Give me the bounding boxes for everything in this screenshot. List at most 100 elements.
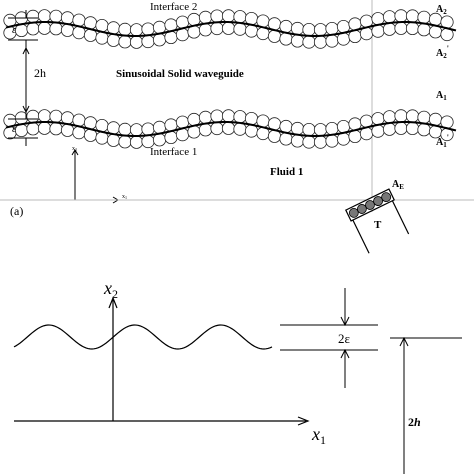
height-label-2h: 2h (34, 66, 46, 80)
particle (141, 22, 155, 36)
particle (302, 135, 316, 149)
panel-a: ε 2h ε Interface 2 Sinusoidal Solid wave… (0, 0, 474, 254)
particle (210, 109, 224, 123)
particle (382, 22, 397, 36)
particle (313, 123, 328, 137)
particle (60, 23, 75, 37)
height-dimension (22, 46, 30, 114)
panel-b: x2 x1 2ε 22hh (13, 278, 462, 474)
interface-centerline (5, 21, 457, 37)
interface-1-wall (3, 109, 457, 149)
thickness-dimension-bottom (8, 112, 38, 146)
particle (60, 11, 75, 25)
particle (152, 33, 167, 47)
particle (382, 10, 397, 24)
particle (49, 9, 63, 23)
height-label-b: 22hh (408, 415, 421, 429)
particle (405, 9, 420, 23)
particle (210, 121, 224, 136)
epsilon-label-top: ε (12, 24, 17, 36)
particle (221, 9, 236, 23)
point-a1-label: A1 (436, 90, 447, 102)
particle (325, 22, 339, 36)
particle (244, 112, 259, 126)
sinusoidal-interface (13, 324, 273, 350)
small-axis-x2-label: x2 (72, 146, 77, 152)
particle (141, 122, 155, 136)
fluid-1-label: Fluid 1 (270, 166, 303, 178)
main-axis-x2-label: x2 (103, 278, 118, 301)
height-dimension-b (390, 336, 462, 474)
particle (417, 110, 431, 124)
particle (49, 122, 63, 136)
small-axes (71, 149, 119, 204)
particle (394, 9, 408, 23)
particle (302, 123, 316, 137)
particle (141, 34, 155, 49)
particle (417, 10, 431, 24)
particle (371, 112, 385, 126)
particle (290, 34, 305, 48)
point-a2-prime-label: A2' (436, 44, 449, 60)
particle (233, 22, 247, 36)
transducer-label: T (374, 219, 382, 231)
point-a2-label: A2 (436, 4, 447, 16)
particle (313, 23, 328, 37)
particle (26, 109, 40, 124)
particle (106, 21, 121, 35)
particle (118, 135, 132, 149)
particle (37, 109, 52, 123)
particle (49, 109, 63, 123)
particle (221, 21, 236, 35)
particle (394, 121, 408, 135)
waveguide-title: Sinusoidal Solid waveguide (116, 68, 244, 80)
amplitude-dimension (280, 288, 378, 388)
interface-centerline (5, 121, 457, 137)
particle (118, 122, 132, 136)
particle (371, 12, 385, 26)
particle (198, 110, 213, 125)
particle (49, 22, 63, 36)
panel-a-label: (a) (10, 204, 23, 218)
particle (405, 21, 420, 36)
amplitude-label: 2ε (338, 331, 351, 346)
interface-2-wall (3, 9, 457, 49)
particle (106, 133, 121, 147)
particle (313, 35, 328, 49)
interface-2-label: Interface 2 (150, 1, 197, 13)
particle (313, 135, 328, 149)
particle (382, 110, 397, 124)
particle (325, 34, 339, 48)
particle (210, 9, 224, 23)
particle (106, 121, 121, 135)
particle (290, 121, 305, 136)
particle (233, 10, 247, 24)
transducer (344, 188, 410, 254)
particle (26, 122, 40, 136)
particle (233, 110, 247, 124)
particle (290, 21, 305, 36)
particle (106, 33, 121, 47)
thickness-dimension-top (8, 10, 38, 48)
main-axes (14, 296, 310, 426)
particle (26, 9, 40, 23)
particle (37, 21, 52, 35)
particle (198, 23, 213, 37)
particle (118, 35, 132, 49)
particle (129, 23, 144, 37)
particle (244, 12, 259, 26)
particle (198, 10, 213, 24)
particle (405, 109, 420, 123)
particle (394, 109, 408, 123)
epsilon-label-bottom: ε (12, 123, 17, 135)
particle (302, 23, 316, 37)
main-axis-x1-label: x1 (311, 424, 326, 447)
particle (233, 122, 247, 136)
particle (118, 22, 132, 37)
particle (129, 135, 144, 149)
particle (394, 21, 408, 35)
interface-1-label: Interface 1 (150, 146, 197, 158)
particle (302, 35, 316, 49)
particle (417, 23, 431, 37)
point-a1-prime-label: A1' (436, 133, 449, 149)
